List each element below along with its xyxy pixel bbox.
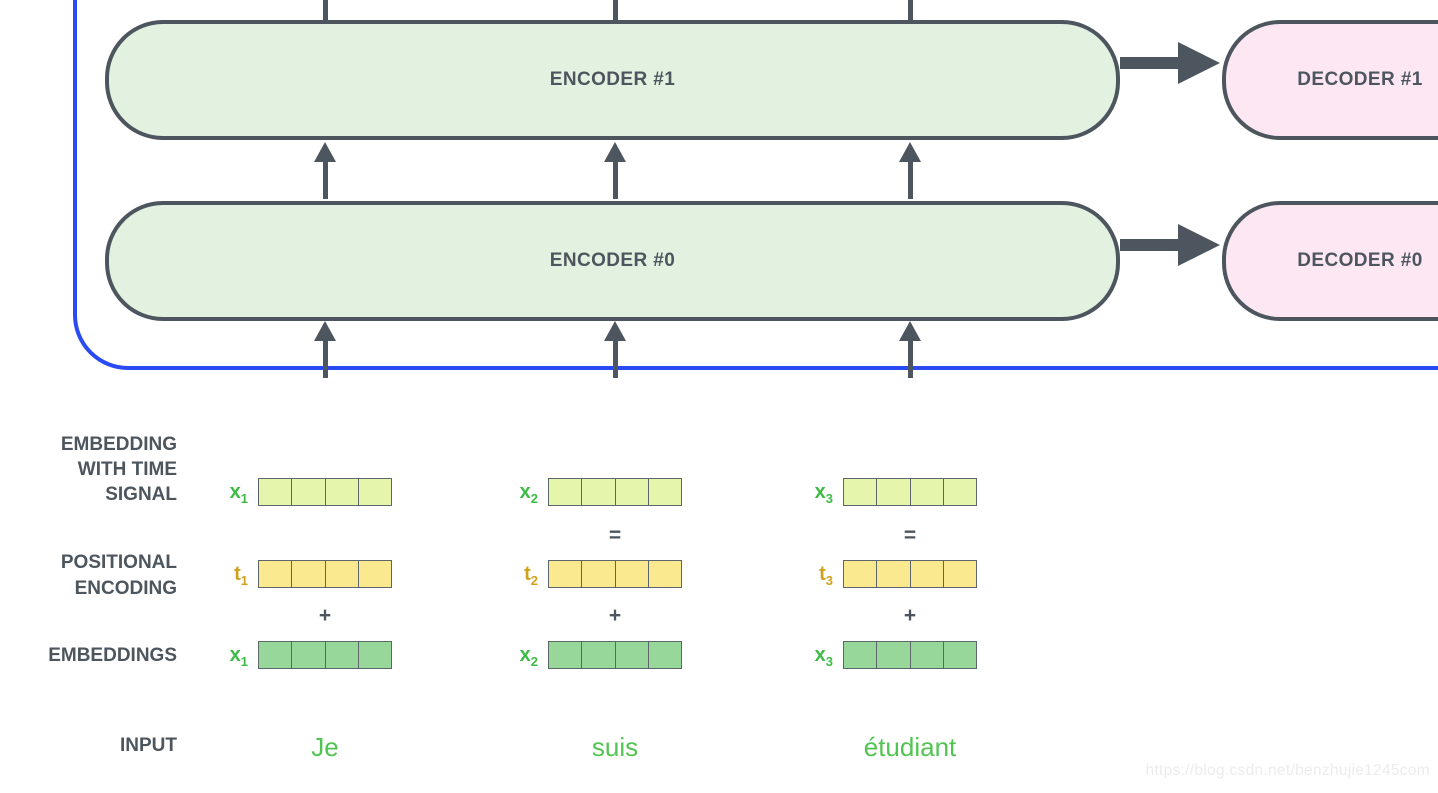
input-word: Je: [311, 732, 339, 762]
vector-cell: [326, 561, 359, 587]
positional-encoding-vector: [843, 560, 977, 588]
vector-cell: [549, 561, 583, 587]
encoder-1-box: ENCODER #1: [105, 20, 1120, 140]
encoder-stack-frame: [73, 0, 1438, 370]
decoder-1-box: DECODER #1: [1222, 20, 1438, 140]
encoder-0-box: ENCODER #0: [105, 201, 1120, 321]
vector-cell: [292, 642, 326, 668]
vector-cell: [259, 561, 293, 587]
vector-cell: [649, 561, 681, 587]
input-label: INPUT: [120, 735, 177, 756]
vector-cell: [359, 479, 391, 505]
embedding-column-2: x2 = t2 + x2 suis: [478, 470, 682, 780]
vector-cell: [616, 479, 649, 505]
vector-cell: [844, 642, 878, 668]
vector-cell: [359, 642, 391, 668]
plus-operator: +: [318, 604, 332, 627]
input-word: suis: [591, 732, 639, 762]
embedding-vector-label: x1: [229, 644, 248, 669]
vector-cell: [616, 561, 649, 587]
embedding-vector: [548, 641, 682, 669]
time-signal-vector: [843, 478, 977, 506]
positional-encoding-vector: [548, 560, 682, 588]
time-signal-vector: [258, 478, 392, 506]
encoder-to-decoder-arrowhead-icon: [1178, 42, 1220, 84]
time-signal-vector: [548, 478, 682, 506]
vector-cell: [911, 479, 944, 505]
plus-operator: +: [608, 604, 622, 627]
positional-encoding-vector-label: t2: [524, 563, 538, 588]
encoder-1-label: ENCODER #1: [549, 69, 676, 90]
up-arrow-icon: [899, 142, 921, 199]
vector-cell: [326, 642, 359, 668]
embeddings-label: EMBEDDINGS: [48, 645, 177, 666]
vector-cell: [616, 642, 649, 668]
vector-cell: [292, 479, 326, 505]
up-arrow-shaft-icon: [613, 0, 618, 21]
vector-cell: [292, 561, 326, 587]
vector-cell: [844, 479, 878, 505]
encoder-to-decoder-arrow-icon: [1120, 239, 1178, 251]
decoder-1-label: DECODER #1: [1297, 69, 1423, 90]
decoder-0-box: DECODER #0: [1222, 201, 1438, 321]
positional-encoding-label: POSITIONAL ENCODING: [60, 552, 177, 599]
vector-cell: [259, 479, 293, 505]
equals-operator: =: [608, 524, 622, 547]
vector-cell: [911, 561, 944, 587]
vector-cell: [582, 561, 616, 587]
vector-cell: [582, 479, 616, 505]
vector-cell: [877, 479, 911, 505]
up-arrow-shaft-icon: [908, 0, 913, 21]
vector-cell: [944, 479, 976, 505]
up-arrow-shaft-icon: [323, 0, 328, 21]
up-arrow-icon: [899, 321, 921, 378]
vector-cell: [944, 642, 976, 668]
vector-cell: [549, 479, 583, 505]
equals-operator: =: [903, 524, 917, 547]
encoder-to-decoder-arrow-icon: [1120, 57, 1178, 69]
encoder-to-decoder-arrowhead-icon: [1178, 224, 1220, 266]
vector-cell: [944, 561, 976, 587]
decoder-0-label: DECODER #0: [1297, 250, 1423, 271]
up-arrow-icon: [314, 142, 336, 199]
vector-cell: [844, 561, 878, 587]
input-word: étudiant: [863, 732, 957, 762]
vector-cell: [259, 642, 293, 668]
embedding-vector: [258, 641, 392, 669]
positional-encoding-vector-label: t3: [819, 563, 833, 588]
embedding-vector-label: x2: [519, 644, 538, 669]
vector-cell: [649, 479, 681, 505]
embedding-column-3: x3 = t3 + x3 étudiant: [773, 470, 977, 780]
up-arrow-icon: [604, 142, 626, 199]
vector-cell: [877, 642, 911, 668]
watermark-url: https://blog.csdn.net/benzhujie1245com: [1145, 762, 1430, 779]
embedding-vector: [843, 641, 977, 669]
vector-cell: [649, 642, 681, 668]
vector-cell: [359, 561, 391, 587]
positional-encoding-vector: [258, 560, 392, 588]
time-signal-vector-label: x1: [229, 481, 248, 506]
vector-cell: [877, 561, 911, 587]
vector-cell: [911, 642, 944, 668]
positional-encoding-vector-label: t1: [234, 563, 248, 588]
time-signal-vector-label: x3: [814, 481, 833, 506]
embedding-vector-label: x3: [814, 644, 833, 669]
embedding-with-time-signal-label: EMBEDDING WITH TIME SIGNAL: [60, 434, 177, 505]
time-signal-vector-label: x2: [519, 481, 538, 506]
up-arrow-icon: [314, 321, 336, 378]
plus-operator: +: [903, 604, 917, 627]
up-arrow-icon: [604, 321, 626, 378]
vector-cell: [582, 642, 616, 668]
vector-cell: [549, 642, 583, 668]
embedding-column-1: x1 = t1 + x1 Je: [188, 470, 392, 780]
vector-cell: [326, 479, 359, 505]
encoder-0-label: ENCODER #0: [549, 250, 676, 271]
